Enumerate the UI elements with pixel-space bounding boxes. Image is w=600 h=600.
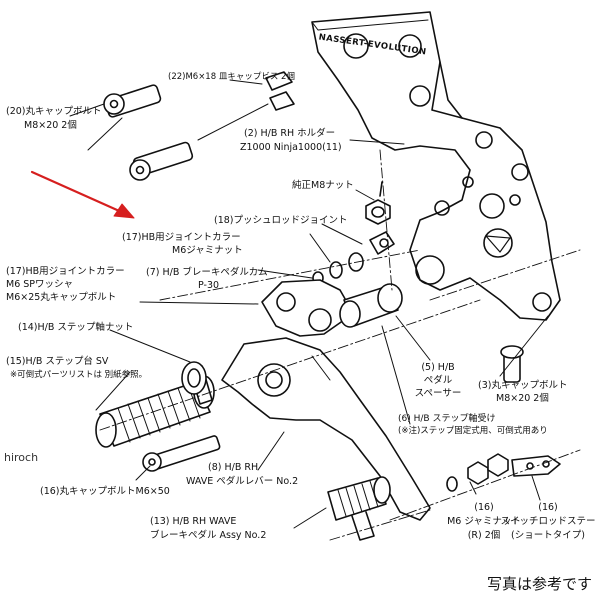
label-line: (ショートタイプ)	[511, 530, 585, 541]
label-line: ペダル	[423, 375, 453, 386]
label-line: M6ジャミナット	[172, 245, 243, 256]
label-line: (13) H/B RH WAVE	[150, 516, 237, 527]
label-line: (22)M6×18 皿キャップビス 2個	[168, 72, 295, 82]
label-line: (16)	[474, 502, 494, 513]
red-arrow	[30, 170, 135, 219]
label-line: (2) H/B RH ホルダー	[244, 128, 336, 139]
cap-bolt-m6x50	[142, 435, 221, 472]
cap-bolts-20	[103, 84, 194, 181]
label-line: (3)丸キャップボルト	[478, 380, 568, 391]
label-line: (20)丸キャップボルト	[6, 106, 102, 117]
countersunk-screws-22	[265, 71, 295, 111]
label-line: M8×20 2個	[24, 120, 77, 131]
label-line: スペーサー	[414, 388, 462, 399]
step-bearing	[339, 283, 403, 328]
label-line: スイッチロッドステー	[500, 516, 596, 527]
label-line: 純正M8ナット	[292, 180, 354, 191]
label-line: (17)HB用ジョイントカラー	[6, 266, 125, 277]
label-line: ブレーキペダル Assy No.2	[150, 530, 267, 541]
label-line: M6 SPワッシャ	[6, 279, 74, 290]
label-line: (※注)ステップ固定式用、可倒式用あり	[398, 426, 548, 436]
jam-nuts	[446, 453, 509, 492]
m8-nut	[365, 181, 391, 225]
label-line: (16)丸キャップボルトM6×50	[40, 486, 170, 497]
photo-caption: 写真は参考です	[486, 575, 592, 593]
label-line: P-30	[198, 280, 220, 291]
brake-pedal-cam	[261, 279, 349, 337]
label-line: (14)H/B ステップ軸ナット	[18, 322, 134, 333]
brake-pedal-tip	[327, 476, 391, 541]
label-line: M6 ジャミナット	[447, 516, 521, 527]
label-line: WAVE ペダルレバー No.2	[186, 476, 299, 487]
label-line: ※可倒式パーツリストは 別紙参照。	[10, 370, 148, 380]
label-line: (R) 2個	[467, 530, 501, 541]
switch-rod-stay	[511, 455, 561, 477]
holder-plate	[311, 11, 561, 321]
label-line: (5) H/B	[421, 362, 455, 373]
label-line: (18)プッシュロッドジョイント	[214, 215, 348, 226]
label-line: (8) H/B RH	[208, 462, 259, 473]
pedal-lever	[221, 337, 431, 521]
label-line: (7) H/B ブレーキペダルカム	[146, 267, 268, 278]
label-line: (16)	[538, 502, 558, 513]
center-lines	[99, 149, 581, 541]
label-line: (17)HB用ジョイントカラー	[122, 232, 241, 243]
shaft-nut	[181, 361, 207, 395]
label-line: (6) H/B ステップ軸受け	[398, 414, 496, 424]
cap-bolt-3	[500, 345, 524, 383]
leader-lines	[69, 79, 549, 529]
label-line: M8×20 2個	[496, 393, 549, 404]
label-line: Z1000 Ninja1000(11)	[240, 142, 342, 153]
label-line: (15)H/B ステップ台 SV	[6, 356, 109, 367]
label-line: M6×25丸キャップボルト	[6, 292, 117, 303]
watermark: hiroch	[4, 451, 39, 464]
